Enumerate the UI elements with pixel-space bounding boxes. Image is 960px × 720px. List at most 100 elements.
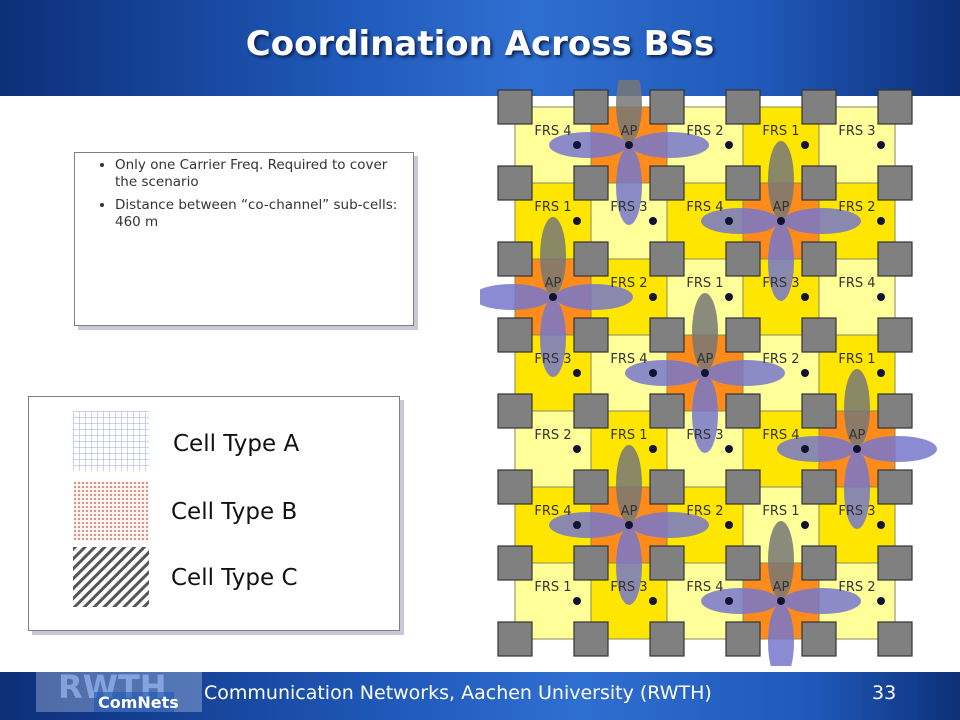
frs-label: FRS 3 [610,200,647,215]
page-number: 33 [872,682,897,704]
antenna-lobe [707,360,785,386]
antenna-lobe [540,217,566,295]
antenna-square [649,165,685,201]
antenna-square [573,469,609,505]
antenna-lobe [616,445,642,523]
frs-label: FRS 1 [610,428,647,443]
antenna-square [877,89,913,125]
antenna-square [725,469,761,505]
antenna-square [877,621,913,657]
frs-label: FRS 3 [838,504,875,519]
frs-label: FRS 2 [610,276,647,291]
frs-label: FRS 1 [762,124,799,139]
antenna-square [801,545,837,581]
antenna-lobe [616,147,642,225]
sub-cell-dot [649,217,657,225]
sub-cell-dot [649,445,657,453]
antenna-square [649,545,685,581]
sub-cell-dot [573,597,581,605]
sub-cell-dot [573,369,581,377]
frs-label: FRS 1 [838,352,875,367]
bullet-item: Only one Carrier Freq. Required to cover… [115,157,413,191]
antenna-lobe [783,208,861,234]
antenna-lobe [701,208,779,234]
antenna-square [801,393,837,429]
cell-type-c-swatch [73,547,149,607]
frs-label: FRS 2 [838,580,875,595]
antenna-square [877,393,913,429]
sub-cell-dot [649,293,657,301]
legend-label-a: Cell Type A [173,431,300,457]
sub-cell-dot [625,141,633,149]
frs-label: FRS 2 [762,352,799,367]
antenna-square [801,165,837,201]
sub-cell-dot [877,369,885,377]
antenna-square [725,317,761,353]
ap-label: AP [621,504,638,519]
frs-label: FRS 3 [838,124,875,139]
frs-label: FRS 4 [534,504,571,519]
sub-cell-dot [725,445,733,453]
antenna-square [725,393,761,429]
frs-label: FRS 4 [686,200,723,215]
sub-cell-dot [801,445,809,453]
antenna-square [649,393,685,429]
sub-cell-dot [801,369,809,377]
frs-label: FRS 4 [838,276,875,291]
frs-label: FRS 1 [534,580,571,595]
sub-cell-dot [573,521,581,529]
antenna-lobe [701,588,779,614]
legend-label-c: Cell Type C [171,565,298,591]
antenna-lobe [555,284,633,310]
antenna-square [649,89,685,125]
sub-cell-dot [573,217,581,225]
comnets-logo: RWTH ComNets [36,668,202,712]
antenna-square [573,241,609,277]
frs-label: FRS 1 [534,200,571,215]
antenna-square [497,393,533,429]
antenna-lobe [859,436,937,462]
sub-cell-dot [725,141,733,149]
antenna-square [877,241,913,277]
antenna-lobe [844,369,870,447]
frs-label: FRS 2 [534,428,571,443]
antenna-square [573,545,609,581]
sub-cell-dot [853,445,861,453]
antenna-square [497,545,533,581]
antenna-lobe [777,436,855,462]
sub-cell-dot [725,597,733,605]
antenna-square [497,165,533,201]
antenna-square [877,317,913,353]
antenna-lobe [768,223,794,301]
antenna-square [801,469,837,505]
antenna-square [725,621,761,657]
antenna-lobe [692,293,718,371]
ap-label: AP [621,124,638,139]
sub-cell-dot [877,521,885,529]
frs-label: FRS 4 [762,428,799,443]
antenna-square [497,469,533,505]
sub-cell-dot [725,521,733,529]
sub-cell-dot [725,217,733,225]
sub-cell-dot [625,521,633,529]
sub-cell-dot [877,141,885,149]
svg-text:ComNets: ComNets [98,693,179,712]
sub-cell-dot [801,141,809,149]
antenna-lobe [480,284,551,310]
slide-title: Coordination Across BSs [245,24,715,64]
antenna-square [877,545,913,581]
sub-cell-dot [801,521,809,529]
antenna-square [725,241,761,277]
antenna-lobe [631,132,709,158]
sub-cell-dot [725,293,733,301]
frs-label: FRS 4 [686,580,723,595]
ap-label: AP [545,276,562,291]
frequency-reuse-diagram: FRS 4 AP FRS 2 FRS 1 FRS 3 FRS 1 FRS 3 FRS 4 AP F… [480,80,937,666]
frs-label: FRS 1 [762,504,799,519]
ap-label: AP [697,352,714,367]
antenna-square [725,545,761,581]
frs-label: FRS 4 [534,124,571,139]
antenna-square [649,469,685,505]
bullet-list: Only one Carrier Freq. Required to cover… [75,157,413,231]
antenna-lobe [540,299,566,377]
